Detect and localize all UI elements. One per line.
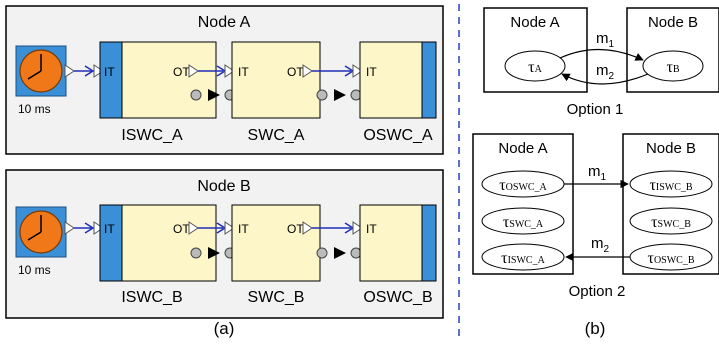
svg-text:IT: IT — [104, 65, 115, 79]
timer-icon — [15, 45, 67, 97]
svg-text:IT: IT — [238, 65, 249, 79]
port-triangle-icon — [224, 64, 235, 78]
message-label: m2 — [591, 235, 610, 255]
arrow-head-icon — [84, 222, 95, 234]
svg-text:OT: OT — [287, 65, 304, 79]
component-label: ISWC_B — [121, 289, 182, 306]
task-label: τOSWC_B — [648, 250, 695, 267]
task-label: τISWC_B — [649, 177, 692, 194]
port-triangle-icon — [352, 64, 363, 78]
component-oswc-b: IT — [359, 204, 437, 282]
task-ellipse — [481, 243, 565, 271]
svg-text:IT: IT — [366, 65, 377, 79]
dependency-port-icon — [190, 247, 202, 259]
port-triangle-icon — [93, 64, 104, 78]
port-triangle-icon — [188, 221, 199, 235]
component-label: OSWC_B — [363, 289, 432, 306]
component-oswc-a: IT — [359, 41, 437, 119]
timer-label: 10 ms — [18, 263, 51, 277]
task-label: τISWC_A — [501, 250, 545, 267]
port-triangle-icon — [188, 64, 199, 78]
timer-icon — [15, 206, 67, 258]
svg-text:IT: IT — [238, 222, 249, 236]
svg-text:OT: OT — [173, 222, 190, 236]
task-ellipse — [629, 207, 713, 235]
svg-text:OT: OT — [287, 222, 304, 236]
node-b-title: Node B — [197, 178, 250, 195]
dependency-port-icon — [316, 247, 328, 259]
component-label: ISWC_A — [121, 127, 183, 144]
option-2: Node A τOSWC_A τSWC_A τISWC_A Node B τIS… — [472, 133, 719, 300]
svg-text:OT: OT — [173, 65, 190, 79]
port-triangle-icon — [93, 221, 104, 235]
port-triangle-icon — [224, 221, 235, 235]
dependency-arrow-icon — [208, 89, 220, 101]
component-label: SWC_A — [248, 127, 305, 144]
component-label: SWC_B — [248, 289, 305, 306]
port-triangle-icon — [302, 221, 313, 235]
caption-b: (b) — [585, 319, 606, 338]
timer-label: 10 ms — [18, 102, 51, 116]
message-label: m1 — [596, 30, 615, 50]
message-arrow-m1 — [559, 48, 644, 61]
panel-a: Node A 10 ms IT OT ISWC_A — [5, 5, 444, 338]
task-label: τSWC_B — [651, 214, 691, 231]
node-b-block: Node B 10 ms IT OT ISWC_B — [5, 169, 444, 319]
port-triangle-icon — [64, 64, 75, 78]
node-a-block: Node A 10 ms IT OT ISWC_A — [5, 5, 444, 155]
port-triangle-icon — [352, 221, 363, 235]
opt2-node-a-title: Node A — [498, 140, 547, 157]
opt2-node-b-title: Node B — [646, 140, 696, 157]
task-ellipse — [504, 50, 566, 82]
dependency-arrow-icon — [334, 247, 346, 259]
caption-a: (a) — [214, 319, 235, 338]
component-label: OSWC_A — [363, 127, 433, 144]
task-ellipse — [642, 50, 704, 82]
component-swc-a: IT OT — [231, 41, 321, 119]
opt1-node-a-title: Node A — [510, 14, 559, 31]
option-1: Node A τA Node B τB m1 m2 Option 1 — [483, 7, 719, 118]
opt1-node-b-title: Node B — [648, 14, 698, 31]
component-iswc-a: IT OT — [99, 41, 217, 119]
message-label: m2 — [596, 62, 615, 82]
task-ellipse — [481, 207, 565, 235]
task-label: τB — [666, 59, 679, 76]
panel-b: Node A τA Node B τB m1 m2 Option 1 Node … — [472, 7, 719, 338]
arrow-head-icon — [84, 65, 95, 77]
task-label: τA — [528, 59, 542, 76]
message-label: m1 — [588, 163, 607, 183]
task-label: τOSWC_A — [499, 177, 547, 194]
dependency-port-icon — [316, 89, 328, 101]
option-2-label: Option 2 — [569, 283, 626, 300]
dependency-port-icon — [190, 89, 202, 101]
svg-text:IT: IT — [366, 222, 377, 236]
svg-text:IT: IT — [104, 222, 115, 236]
node-a-title: Node A — [198, 14, 251, 31]
task-label: τSWC_A — [503, 214, 544, 231]
component-swc-b: IT OT — [231, 204, 321, 282]
task-ellipse — [629, 170, 713, 198]
message-arrow-m2 — [561, 73, 649, 85]
dependency-arrow-icon — [334, 89, 346, 101]
component-iswc-b: IT OT — [99, 204, 217, 282]
port-triangle-icon — [64, 221, 75, 235]
dependency-arrow-icon — [208, 247, 220, 259]
port-triangle-icon — [302, 64, 313, 78]
option-1-label: Option 1 — [567, 101, 624, 118]
